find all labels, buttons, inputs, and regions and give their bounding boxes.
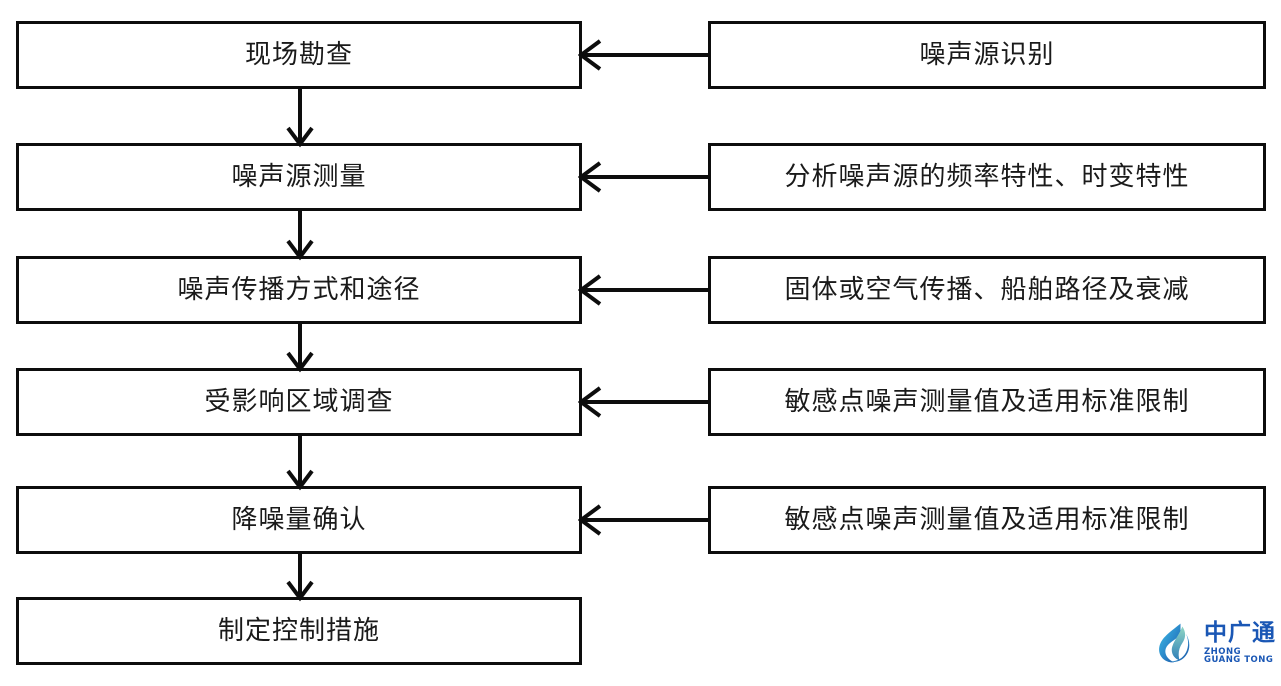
arrow-sidenote3-to-node3 <box>578 274 710 306</box>
side-note-5-label: 敏感点噪声测量值及适用标准限制 <box>784 504 1190 535</box>
logo-chinese-name: 中广通 <box>1204 619 1276 646</box>
flow-node-3[interactable]: 噪声传播方式和途径 <box>16 256 582 324</box>
arrow-sidenote5-to-node5 <box>578 504 710 536</box>
flow-node-4-label: 受影响区域调查 <box>204 386 394 417</box>
side-note-1[interactable]: 噪声源识别 <box>708 21 1266 89</box>
arrow-sidenote1-to-node1 <box>578 39 710 71</box>
side-note-4-label: 敏感点噪声测量值及适用标准限制 <box>784 386 1190 417</box>
flow-node-5[interactable]: 降噪量确认 <box>16 486 582 554</box>
flow-node-1[interactable]: 现场勘查 <box>16 21 582 89</box>
side-note-4[interactable]: 敏感点噪声测量值及适用标准限制 <box>708 368 1266 436</box>
flow-node-6-label: 制定控制措施 <box>217 615 380 646</box>
flow-node-5-label: 降噪量确认 <box>231 504 367 535</box>
arrow-sidenote2-to-node2 <box>578 161 710 193</box>
logo-english-name: ZHONG GUANG TONG <box>1204 646 1274 665</box>
side-note-3-label: 固体或空气传播、船舶路径及衰减 <box>784 274 1190 305</box>
flow-node-1-label: 现场勘查 <box>244 39 353 70</box>
water-droplet-swirl-icon <box>1159 623 1190 663</box>
brand-logo: 中广通 ZHONG GUANG TONG <box>1152 620 1281 666</box>
side-note-1-label: 噪声源识别 <box>919 39 1055 70</box>
flow-node-2-label: 噪声源测量 <box>231 161 367 192</box>
side-note-2[interactable]: 分析噪声源的频率特性、时变特性 <box>708 143 1266 211</box>
arrow-node3-to-node4 <box>286 321 314 373</box>
flow-node-4[interactable]: 受影响区域调查 <box>16 368 582 436</box>
side-note-5[interactable]: 敏感点噪声测量值及适用标准限制 <box>708 486 1266 554</box>
logo-wordmark: 中广通 ZHONG GUANG TONG <box>1204 619 1281 665</box>
flow-node-2[interactable]: 噪声源测量 <box>16 143 582 211</box>
arrow-node1-to-node2 <box>286 86 314 148</box>
flow-node-3-label: 噪声传播方式和途径 <box>177 274 421 305</box>
arrow-node5-to-node6 <box>286 551 314 602</box>
side-note-3[interactable]: 固体或空气传播、船舶路径及衰减 <box>708 256 1266 324</box>
side-note-2-label: 分析噪声源的频率特性、时变特性 <box>784 161 1190 192</box>
flow-node-6[interactable]: 制定控制措施 <box>16 597 582 665</box>
arrow-node4-to-node5 <box>286 433 314 491</box>
arrow-sidenote4-to-node4 <box>578 386 710 418</box>
arrow-node2-to-node3 <box>286 208 314 261</box>
